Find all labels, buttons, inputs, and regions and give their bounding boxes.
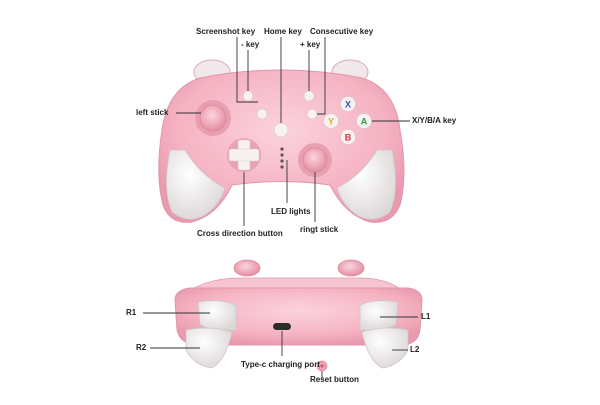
cross-direction-button[interactable] [227,138,261,172]
button-x[interactable]: X [340,96,356,112]
consecutive-key[interactable] [306,108,318,120]
label-r2: R2 [136,343,147,352]
label-right-stick: ringt stick [300,225,339,234]
type-c-port[interactable] [273,323,291,330]
label-reset-button: Reset button [310,375,359,384]
label-l2: L2 [410,345,420,354]
label-plus-key: + key [300,40,321,49]
button-b[interactable]: B [340,129,356,145]
button-a-label: A [361,117,368,127]
left-stick[interactable] [199,104,227,132]
label-left-stick: left stick [136,108,169,117]
bottom-annotation-lines [143,312,418,378]
reset-hole [320,364,324,368]
r2-trigger[interactable] [185,327,233,369]
button-b-label: B [345,133,352,143]
home-key[interactable] [273,122,289,138]
minus-key[interactable] [242,90,254,102]
label-led-lights: LED lights [271,207,311,216]
right-grip [336,149,396,220]
controller-bottom-view [174,259,423,372]
led-lights [280,147,284,169]
right-stick[interactable] [302,147,328,173]
button-x-label: X [345,100,351,110]
screenshot-key[interactable] [256,108,268,120]
button-y[interactable]: Y [323,113,339,129]
label-cross-direction: Cross direction button [197,229,283,238]
label-minus-key: - key [241,40,260,49]
label-screenshot-key: Screenshot key [196,27,256,36]
l1-bumper[interactable] [359,300,399,331]
l2-trigger[interactable] [361,327,409,369]
button-a[interactable]: A [356,113,372,129]
label-r1: R1 [126,308,137,317]
controller-top-view: X Y A B [158,59,405,223]
rear-right-stick [337,259,365,277]
r1-bumper[interactable] [197,300,237,331]
left-grip [166,149,226,220]
top-annotation-lines [176,37,410,226]
rear-left-stick [233,259,261,277]
label-type-c-port: Type-c charging port [241,360,320,369]
label-consecutive-key: Consecutive key [310,27,374,36]
label-xyba-key: X/Y/B/A key [412,116,457,125]
plus-key[interactable] [303,90,315,102]
button-y-label: Y [328,117,334,127]
label-l1: L1 [421,312,431,321]
label-home-key: Home key [264,27,302,36]
